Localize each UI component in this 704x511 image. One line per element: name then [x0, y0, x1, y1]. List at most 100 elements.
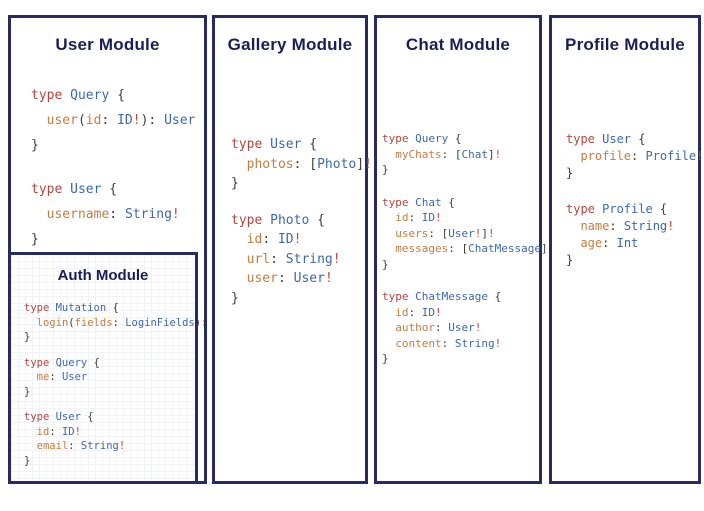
code-token-pu: :: [602, 236, 617, 250]
code-token-pu: {: [309, 137, 318, 152]
code-token-bg: !: [74, 425, 81, 438]
code-token-pu: :: [408, 211, 422, 224]
code-line: username: String!: [31, 202, 204, 227]
code-token-pu: (: [68, 316, 75, 329]
panel-user-module: User Module type Query { user(id: ID!): …: [8, 15, 239, 484]
code-line: id: ID!: [382, 305, 539, 321]
code-block: type ChatMessage { id: ID! author: User!…: [382, 289, 539, 367]
code-token-ty: String: [454, 336, 495, 350]
code-block: type User { id: ID! email: String!}: [24, 410, 195, 468]
code-token-bg: !: [488, 226, 495, 240]
code-token-pu: :: [441, 336, 455, 350]
code-line: }: [231, 174, 365, 194]
code-line: type Mutation {: [24, 301, 195, 316]
code-token-ty: Query: [70, 88, 118, 103]
code-token-bg: !: [324, 271, 333, 286]
code-line: }: [382, 351, 539, 367]
code-token-pu: [231, 232, 247, 247]
code-token-pu: [382, 148, 395, 161]
code-line: id: ID!: [382, 210, 539, 226]
code-token-pu: :: [109, 207, 125, 222]
code-token-fl: name: [580, 219, 610, 233]
code-token-ty: User: [164, 113, 196, 128]
code-token-pu: }: [31, 138, 39, 153]
code-token-pu: {: [117, 88, 125, 103]
code-token-kw: type: [31, 88, 71, 103]
code-token-fl: login: [36, 316, 69, 329]
code-line: type Chat {: [382, 195, 539, 211]
code-token-pu: :: [270, 251, 286, 267]
code-line: photos: [Photo]!: [231, 155, 372, 175]
code-token-bg: !: [293, 232, 302, 247]
code-token-pu: {: [109, 182, 118, 197]
code-token-pu: [31, 207, 47, 222]
code-token-kw: type: [566, 132, 603, 146]
code-token-ty: Chat: [461, 147, 488, 161]
code-token-pu: }: [24, 385, 31, 398]
code-token-ty: ID: [277, 232, 294, 247]
code-token-pu: [382, 337, 395, 350]
code-token-bg: !: [667, 219, 675, 233]
code-token-pu: ]: [487, 147, 495, 161]
code-line: type Profile {: [566, 201, 698, 218]
code-token-kw: type: [24, 356, 56, 369]
code-token-ty: ID: [421, 211, 435, 224]
code-line: type User {: [566, 131, 698, 148]
code-token-ty: ID: [117, 113, 133, 128]
code-token-kw: type: [382, 132, 416, 145]
code-token-fl: username: [46, 207, 110, 222]
code-token-fl: messages: [395, 242, 449, 255]
code-token-pu: {: [112, 302, 119, 314]
code-token-pu: :: [435, 321, 449, 334]
code-line: }: [24, 385, 195, 400]
code-token-pu: [382, 321, 395, 334]
code-line: }: [24, 454, 195, 469]
code-token-pu: ]: [481, 226, 488, 240]
code-token-fl: author: [395, 321, 435, 334]
code-token-ty: User: [293, 271, 325, 286]
code-token-ty: User: [70, 182, 110, 197]
code-token-pu: {: [448, 195, 455, 209]
panel-title: Chat Module: [405, 35, 511, 54]
code-token-fl: user: [46, 113, 78, 128]
code-line: }: [31, 227, 204, 252]
code-token-pu: [24, 317, 37, 329]
code-token-pu: }: [231, 290, 239, 306]
code-token-pu: }: [231, 176, 239, 191]
panel-profile-module: Profile Module type User { profile: Prof…: [549, 15, 703, 484]
code-token-pu: [31, 113, 47, 128]
code-token-pu: :: [49, 425, 62, 438]
code-token-kw: type: [24, 302, 56, 314]
code-block: type User { username: String!}: [31, 177, 204, 252]
code-token-ty: User: [602, 132, 639, 146]
code-block: type Query { user(id: ID!): User}: [31, 83, 204, 158]
code-token-kw: type: [566, 202, 603, 216]
code-token-bg: !: [474, 321, 482, 334]
code-area: type Query { user(id: ID!): User}type Us…: [11, 83, 204, 252]
code-block: type Query { me: User}: [24, 356, 195, 400]
code-token-pu: {: [659, 202, 668, 216]
code-token-fl: user: [246, 271, 278, 286]
code-line: type Photo {: [231, 211, 365, 231]
code-token-fl: url: [246, 251, 271, 267]
code-token-pu: ):: [194, 316, 214, 329]
code-line: type ChatMessage {: [382, 289, 539, 305]
code-token-pu: ]: [540, 242, 548, 255]
code-token-bg: !: [132, 113, 141, 128]
code-token-fl: id: [395, 305, 409, 319]
code-token-pu: :: [609, 219, 624, 233]
code-token-bg: !: [494, 336, 502, 350]
code-token-ty: Chat: [415, 195, 449, 209]
code-token-pu: : [: [293, 156, 318, 172]
code-token-pu: (: [77, 113, 86, 128]
code-token-kw: type: [231, 137, 271, 152]
code-token-ty: Photo: [317, 156, 357, 172]
code-block: type User { photos: [Photo]!}: [231, 135, 372, 194]
code-token-pu: {: [638, 132, 646, 146]
code-block: type Photo { id: ID! url: String! user: …: [231, 211, 365, 309]
code-token-ty: User: [448, 226, 475, 240]
code-token-pu: [382, 211, 395, 224]
code-line: messages: [ChatMessage]!: [382, 241, 554, 257]
code-token-bg: !: [118, 440, 126, 452]
